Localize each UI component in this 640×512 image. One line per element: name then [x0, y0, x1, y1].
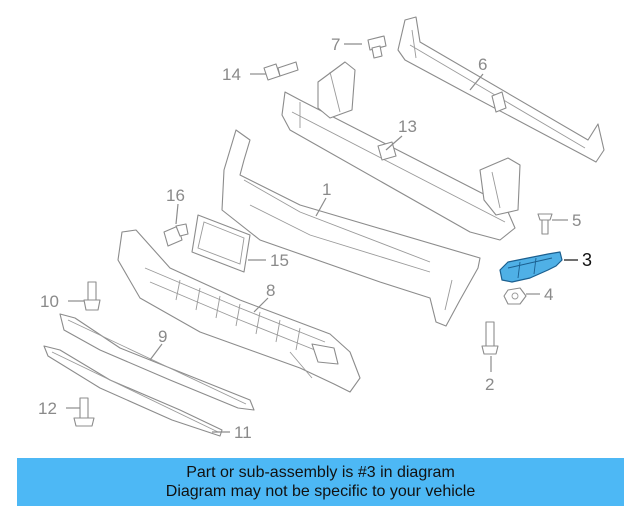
- callout-4: 4: [544, 285, 553, 304]
- rivet-5: [537, 213, 553, 235]
- banner-line-1: Part or sub-assembly is #3 in diagram: [186, 464, 455, 481]
- part-lower-grille: [117, 229, 361, 393]
- part-bumper-cover: [221, 129, 481, 327]
- banner-line-2: Diagram may not be specific to your vehi…: [165, 483, 476, 500]
- callout-15: 15: [270, 251, 289, 270]
- parts-diagram: 1 2 3 4 5 6 7 8 9 10 11 12 13 14 15 16: [38, 16, 605, 442]
- bolt-7: [367, 35, 387, 59]
- part-air-deflector: [43, 345, 223, 437]
- screw-2: [481, 321, 499, 355]
- callout-13: 13: [398, 117, 417, 136]
- callout-3: 3: [582, 250, 592, 270]
- callout-8: 8: [266, 281, 275, 300]
- part-3-bracket-highlighted: [499, 251, 563, 283]
- callout-7: 7: [331, 35, 340, 54]
- callout-9: 9: [158, 327, 167, 346]
- part-upper-strip: [397, 16, 605, 163]
- callout-11: 11: [234, 423, 252, 442]
- part-reinforcement-bar: [281, 61, 521, 241]
- callout-2: 2: [485, 375, 494, 394]
- callout-14: 14: [222, 65, 241, 84]
- callout-5: 5: [572, 211, 581, 230]
- callout-10: 10: [40, 292, 59, 311]
- bolt-14: [263, 61, 299, 81]
- screw-16: [163, 223, 189, 247]
- pushpin-10: [83, 281, 101, 311]
- part-lower-trim: [59, 313, 255, 411]
- screw-12: [73, 397, 95, 427]
- callout-16: 16: [166, 186, 185, 205]
- callout-1: 1: [322, 180, 331, 199]
- callout-6: 6: [478, 55, 487, 74]
- nut-4: [503, 287, 527, 305]
- info-banner: Part or sub-assembly is #3 in diagram Di…: [17, 458, 624, 506]
- part-plate-bracket: [191, 214, 251, 273]
- leader-lines: [66, 43, 578, 433]
- callout-12: 12: [38, 399, 57, 418]
